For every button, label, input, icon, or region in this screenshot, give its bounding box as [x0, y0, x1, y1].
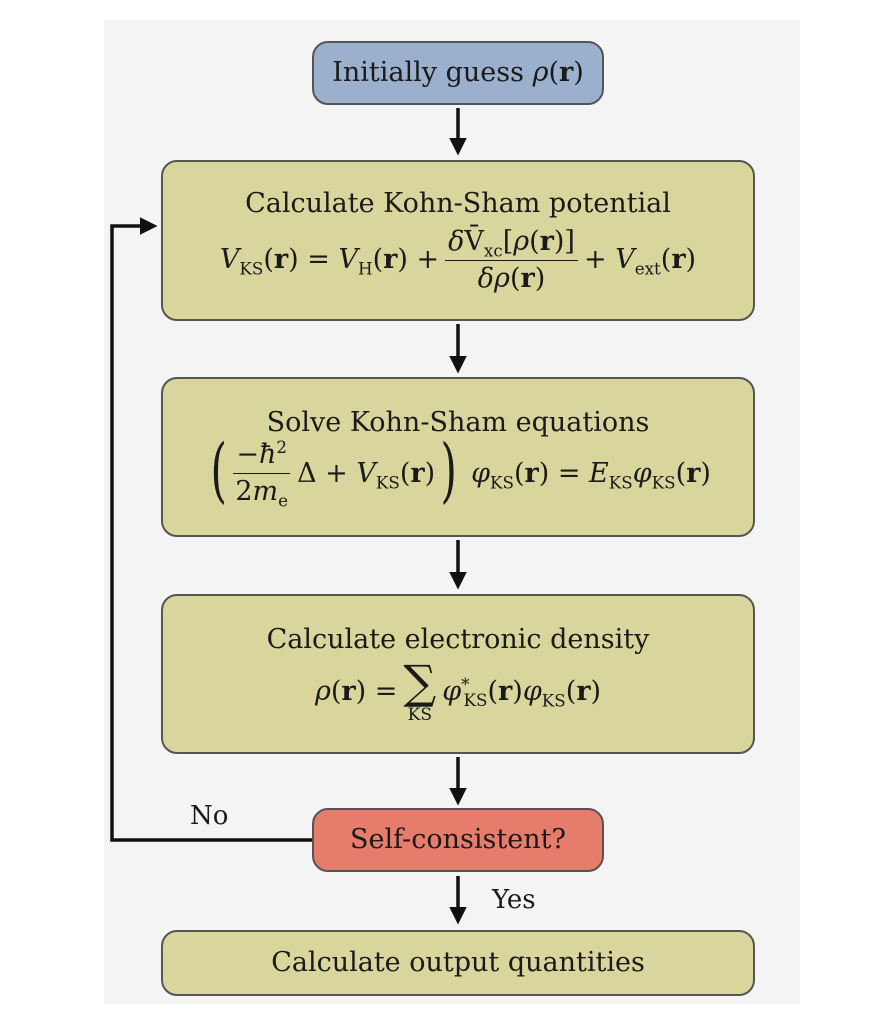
output-box: Calculate output quantities — [161, 930, 755, 996]
arrow-loop-back — [110, 217, 312, 842]
start-box: Initially guess ρ(r) — [312, 41, 604, 105]
density-box: Calculate electronic density ρ(r) = ∑KS … — [161, 594, 755, 754]
no-label: No — [190, 801, 229, 831]
decision-text: Self-consistent? — [350, 824, 566, 856]
equations-title: Solve Kohn-Sham equations — [266, 407, 650, 439]
potential-equation: VKS(r) = VH(r) + δV̄xc[ρ(r)] δρ(r) + Vex… — [219, 225, 697, 294]
potential-title: Calculate Kohn-Sham potential — [245, 187, 671, 219]
decision-box: Self-consistent? — [312, 808, 604, 872]
yes-label: Yes — [492, 885, 536, 915]
start-text: Initially guess ρ(r) — [332, 57, 584, 89]
equations-box: Solve Kohn-Sham equations ( −ħ2 2me Δ + … — [161, 377, 755, 537]
kohn-sham-equation: ( −ħ2 2me Δ + VKS(r) ) φKS(r) = EKSφKS(r… — [210, 428, 711, 511]
output-text: Calculate output quantities — [271, 947, 645, 979]
density-title: Calculate electronic density — [266, 623, 650, 655]
density-equation: ρ(r) = ∑KS φ*KS(r)φKS(r) — [314, 655, 602, 726]
potential-box: Calculate Kohn-Sham potential VKS(r) = V… — [161, 160, 755, 321]
